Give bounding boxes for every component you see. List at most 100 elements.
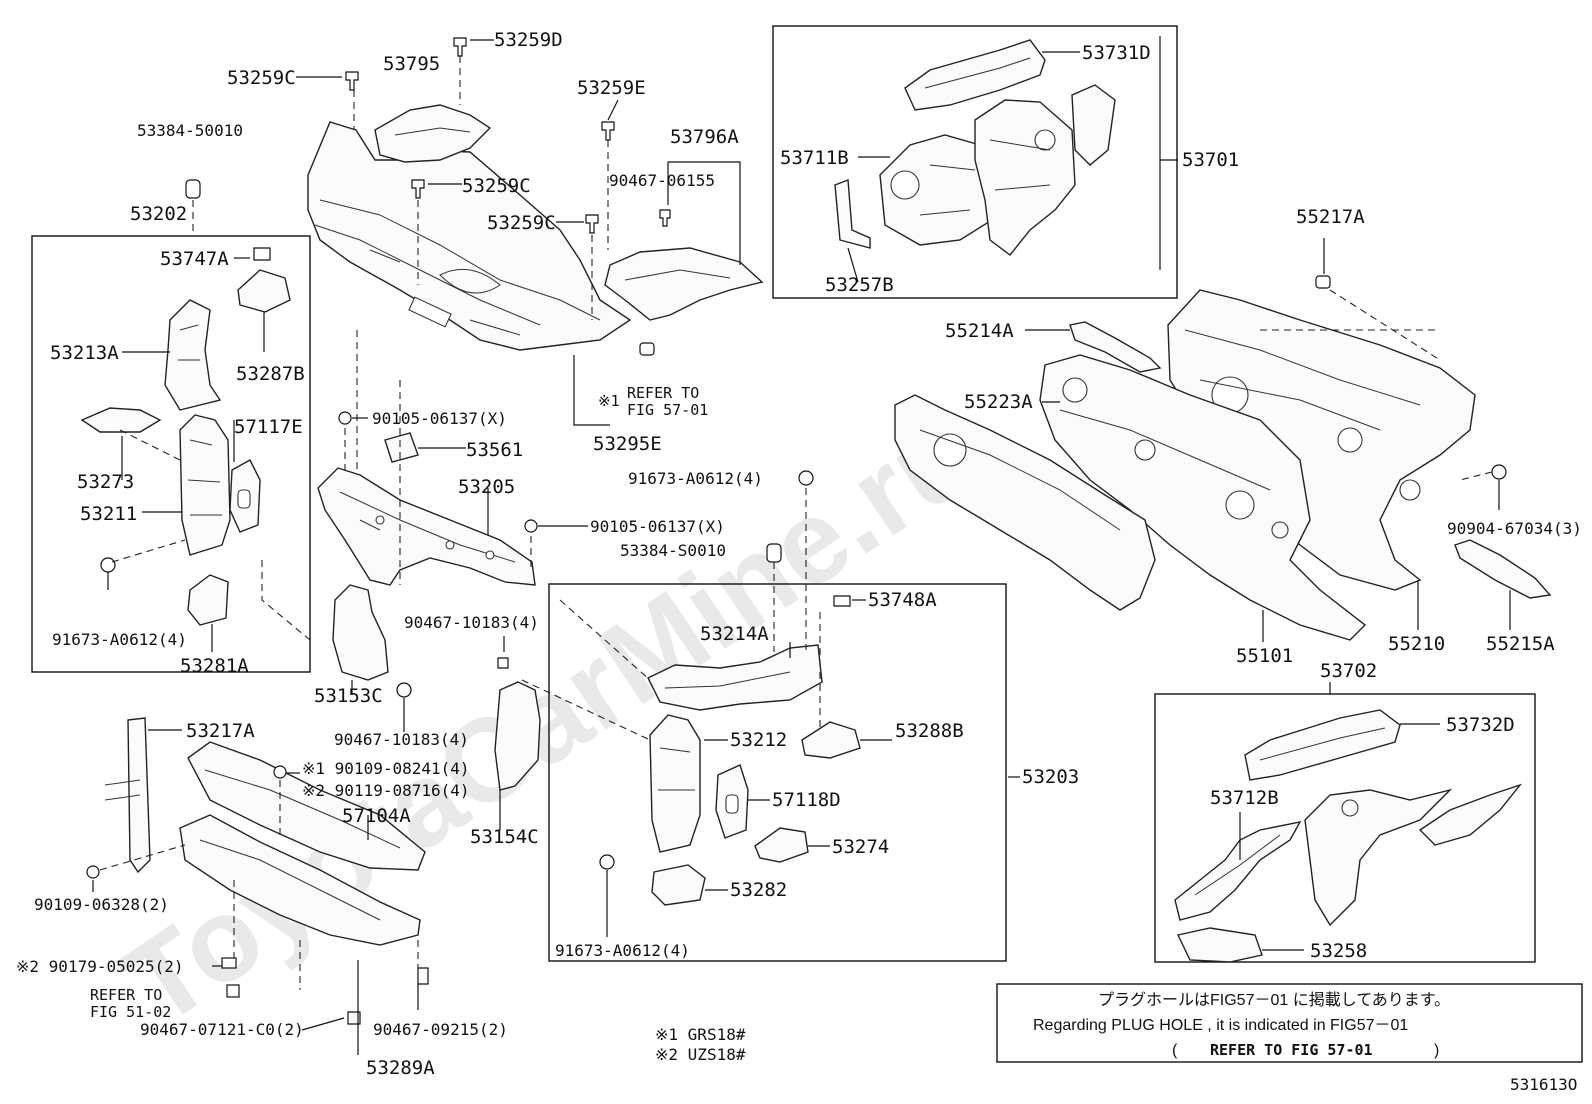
label-53561: 53561 [466,439,523,461]
label-53259C-b: 53259C [462,175,531,197]
bolt-90105-a [338,411,352,425]
notice: プラグホールはFIG57－01 に掲載してあります。 Regarding PLU… [1033,991,1450,1059]
cowl-cover-53795 [374,104,492,163]
label-55217A: 55217A [1296,206,1365,228]
label-91673-b: 91673-A0612(4) [628,469,763,488]
clip-53259C-a [345,71,359,91]
support-53217A [104,717,151,874]
label-90467-10183-b: 90467-10183(4) [334,730,469,749]
bracket-53257B [834,179,871,249]
clip-90467-06155 [659,209,671,227]
label-55214A: 55214A [945,320,1014,342]
label-90467-09215: 90467-09215(2) [373,1020,508,1039]
label-53273: 53273 [77,471,134,493]
plug-53384-S0010 [766,543,782,563]
label-53747A: 53747A [160,248,229,270]
label-91673-a: 91673-A0612(4) [52,630,187,649]
part-labels: 53259D 53795 53259C 53259E 53796A 53384-… [16,29,1582,1079]
clip-53748A [833,595,851,607]
plug-53384-50010 [185,179,201,199]
label-53257B: 53257B [825,274,894,296]
label-55210: 55210 [1388,633,1445,655]
bracket-53281A [187,574,229,626]
bracket-53747A [253,247,271,261]
notice-line3-close: ) [1434,1042,1439,1059]
clip-53259E [601,121,615,141]
silencer-55223A [894,394,1156,611]
clip-53259C-c [585,214,599,234]
label-53153C: 53153C [314,685,383,707]
bolt-90467-07121 [226,984,240,998]
label-53731D: 53731D [1082,42,1151,64]
panel-53205 [317,467,536,586]
apron-53712B [1174,821,1302,921]
bolt-90467-10183-b [396,682,412,698]
bracket-53561 [384,432,419,463]
label-53282: 53282 [730,879,787,901]
label-57118D: 57118D [772,789,841,811]
panel-53289A [179,814,421,946]
label-53732D: 53732D [1446,714,1515,736]
group-box-53202 [31,235,311,673]
label-53212: 53212 [730,729,787,751]
clip-90467-07121-b [347,1011,361,1025]
label-53259C-a: 53259C [227,67,296,89]
label-53748A: 53748A [868,589,937,611]
group-box-53701 [772,25,1178,299]
apron-inner-53701 [974,99,1076,256]
ref1-line2: FIG 57-01 [627,401,708,419]
bolt-90109-08241 [273,765,287,779]
label-53203: 53203 [1022,766,1079,788]
label-53258: 53258 [1310,940,1367,962]
label-53701: 53701 [1182,149,1239,171]
label-57117E: 57117E [234,416,303,438]
label-53281A: 53281A [180,655,249,677]
bolt-90109-06328 [86,865,100,879]
label-53712B: 53712B [1210,787,1279,809]
label-53217A: 53217A [186,720,255,742]
label-90105-06137-b: 90105-06137(X) [590,517,725,536]
label-53213A: 53213A [50,342,119,364]
clip-53259C-b [411,179,425,199]
notice-box [996,983,1583,1063]
clip-53259D [453,37,467,57]
apron-53711B [879,134,1001,246]
notice-line1: プラグホールはFIG57－01 に掲載してあります。 [1098,991,1450,1009]
notice-line3-text: REFER TO FIG 57-01 [1210,1041,1373,1059]
group-box-53702 [1154,693,1536,963]
bracket-53732D [1244,709,1401,781]
cowl-side-cover-53796A [604,247,764,321]
label-55215A: 55215A [1486,633,1555,655]
ref2-line2: FIG 51-02 [90,1003,171,1021]
label-91673-c: 91673-A0612(4) [555,941,690,960]
label-53288B: 53288B [895,720,964,742]
bracket-53282 [651,864,706,906]
label-90467-06155: 90467-06155 [609,171,715,190]
bolt-91673-c [599,854,615,870]
shield-53154C [494,681,541,791]
label-90179-05025: ※2 90179-05025(2) [16,957,184,976]
bracket-inner-53702 [1418,783,1523,846]
bolt-91673-b [798,470,814,486]
label-53287B: 53287B [236,363,305,385]
group-box-53203 [548,583,1007,962]
plug-53295E [639,342,655,356]
clip-55217A [1315,275,1331,289]
legend-uzs18: ※2 UZS18# [655,1045,746,1064]
apron-inner-53702 [1304,788,1453,927]
reinforcement-57118D [715,764,749,839]
apron-53211 [179,414,231,556]
label-55101: 55101 [1236,645,1293,667]
bracket-53731D [904,39,1046,111]
label-53211: 53211 [80,503,137,525]
label-90467-10183-a: 90467-10183(4) [404,613,539,632]
figure-code: 531613O [1510,1075,1577,1094]
ref1-mark-text: ※1 [598,392,620,410]
apron-53212 [649,714,701,853]
label-53205: 53205 [458,476,515,498]
notice-line3-open: ( [1172,1042,1178,1059]
label-90109-06328: 90109-06328(2) [34,895,169,914]
label-90467-07121: 90467-07121-C0(2) [140,1020,304,1039]
reinforcement-57117E [229,459,261,533]
